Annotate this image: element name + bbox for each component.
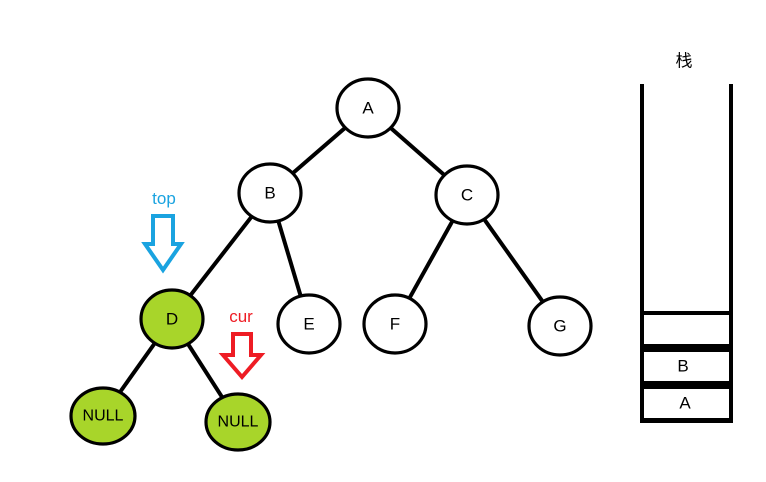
tree-node-B: B [237,162,303,224]
tree-node-null-right: NULL [204,392,272,452]
node-label: NULL [83,408,124,425]
tree-edge-D-N2 [186,342,225,399]
tree-node-C: C [434,164,500,226]
stack-cell-A: A [640,385,733,422]
tree-edges [118,126,545,399]
tree-node-F: F [362,293,428,355]
cur-pointer-arrow-icon [218,332,266,381]
node-label: C [461,186,473,205]
node-label: D [166,310,178,329]
tree-node-D: D [139,288,205,350]
tree-node-A: A [335,77,401,139]
tree-edge-B-D [188,215,254,297]
tree-node-null-left: NULL [69,386,137,446]
stack-cell-label: A [679,394,691,413]
stack-cell-label: B [677,357,688,376]
node-label: E [303,315,314,334]
tree-edge-B-E [276,220,303,297]
node-label: B [264,184,275,203]
tree-node-G: G [527,295,593,357]
stack-cell-B: B [640,348,733,385]
top-pointer-label: top [152,189,176,208]
node-label: G [553,317,566,336]
tree-edge-C-F [407,219,455,300]
top-pointer-arrow-icon [141,214,185,274]
stack-title: 栈 [676,52,693,71]
tree-edge-A-C [389,126,446,177]
node-label: A [362,99,374,118]
node-label: F [390,315,400,334]
tree-edge-A-B [291,126,347,175]
cur-pointer-label: cur [229,307,253,326]
tree-node-E: E [276,293,342,355]
stack-cell-empty [640,311,733,348]
tree-edge-C-G [482,218,545,303]
node-label: NULL [218,414,259,431]
tree-edge-D-N1 [118,341,157,394]
